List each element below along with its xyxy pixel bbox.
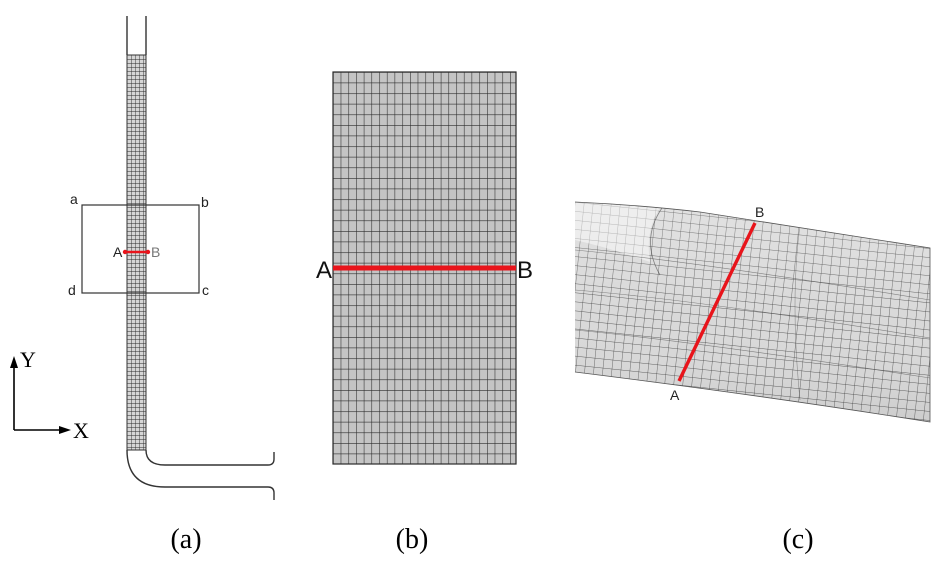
label-a-detail: A — [316, 257, 332, 284]
box-corner-a: a — [70, 191, 78, 207]
box-corner-c: c — [202, 282, 209, 298]
y-axis-label: Y — [20, 347, 36, 372]
caption-c: (c) — [782, 524, 813, 555]
section-point-b — [145, 249, 151, 255]
caption-b: (b) — [396, 524, 429, 555]
box-corner-d: d — [68, 282, 76, 298]
label-a: A — [113, 244, 123, 260]
y-axis-arrowhead — [10, 356, 18, 368]
panel-b: A B (b) — [316, 71, 533, 555]
panel-a: a b c d A B Y X (a) — [10, 16, 275, 555]
label-b-3d: B — [755, 204, 764, 220]
label-b: B — [151, 244, 160, 260]
curved-mesh-outline — [574, 201, 931, 423]
x-axis-arrowhead — [59, 426, 71, 434]
x-axis-label: X — [73, 418, 89, 443]
section-point-a — [122, 249, 128, 255]
zoom-box — [81, 204, 200, 294]
panel-c: A B (c) — [574, 201, 931, 555]
label-a-3d: A — [670, 387, 680, 403]
pipe-bend-outer — [126, 449, 275, 500]
pipe-bend-inner — [145, 449, 275, 466]
label-b-detail: B — [517, 257, 533, 284]
box-corner-b: b — [201, 194, 209, 210]
section-line-ab-3d — [677, 222, 757, 382]
caption-a: (a) — [170, 524, 201, 555]
